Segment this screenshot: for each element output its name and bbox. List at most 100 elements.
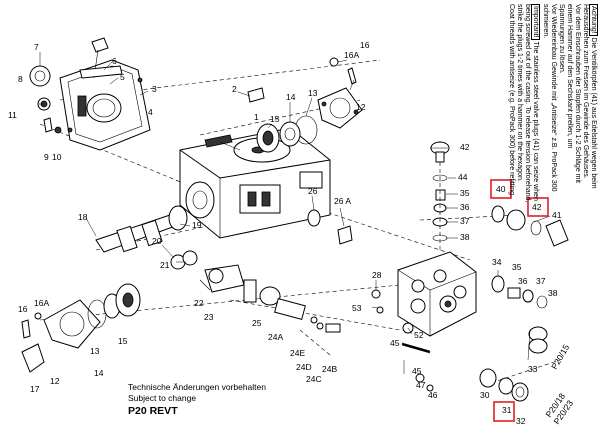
note-line-5: Spannungen zu lösen. [558,4,565,74]
callout-24a: 24A [268,332,283,342]
valve-36b [522,289,534,303]
crankcase-cover-assembly [29,37,151,151]
cover-rib [77,95,87,117]
manifold-housing [397,251,477,337]
callout-23: 23 [204,312,214,322]
washer-24d [316,322,324,330]
note-line-3: Vor dem Einschrauben der Stopfen durch 1… [574,4,581,183]
bolts [371,289,434,392]
callout-35b: 35 [512,262,522,272]
note-line-10: strike the plugs 1-2 times with a hammer… [516,4,523,182]
callout-16a: 16A [344,50,359,60]
callout-16a-bottom: 16A [34,298,49,308]
ring-32 [511,382,529,402]
callout-16-bottom: 16 [18,304,28,314]
shaft-seal-group [307,209,353,245]
callout-11: 11 [8,110,17,120]
callout-8: 8 [18,74,23,84]
bearing-cover-group-bottom [21,283,141,373]
callout-26: 26 [308,186,318,196]
o-ring-44 [432,174,448,182]
callout-22: 22 [194,298,204,308]
screw-bottom [21,319,31,339]
crank-end [168,205,188,231]
drain-plug-17 [21,343,45,373]
callout-7: 7 [34,42,39,52]
callout-53: 53 [352,303,362,313]
bearing-21b [182,250,198,266]
crankcase-body [179,127,331,239]
callout-45: 45 [390,338,400,348]
callout-44: 44 [458,172,468,182]
note-line-2: Herausdrehen zum Fressen im Gewinde des … [582,4,589,179]
label-p20-15: P20/15 [549,342,571,371]
side-boss [299,171,323,189]
oil-seal-14 [279,121,301,147]
callout-21: 21 [160,260,170,270]
bearing-seat [185,181,215,219]
o-ring-40 [491,205,505,223]
callout-20: 20 [152,236,162,246]
changes-note-de: Technische Änderungen vorbehalten [128,382,266,392]
callout-14: 14 [286,92,296,102]
bearing-cover-bottom [43,299,101,349]
spring-35b [507,287,521,299]
note-line-4: einem Hammer auf den Sechskant prellen, … [566,4,573,149]
side-labels: P20/15 P20/18 P20/23 [543,342,575,426]
valve-39 [506,209,526,231]
changes-note-en: Subject to change [128,393,197,403]
callout-labels: 1 2 3 4 5 6 7 8 9 10 11 12 13 14 15 16 1… [8,40,562,426]
callout-36: 36 [460,202,470,212]
washer-47 [415,373,425,383]
ring-31 [498,377,514,395]
callout-24c: 24C [306,374,322,384]
screw-16 [347,67,357,85]
note-line-11: Coat threads with antiseize (e.g. ProPac… [508,4,515,197]
callout-12: 12 [356,102,366,112]
note-line-7: schmieren. [542,4,549,39]
callout-40: 40 [496,184,506,194]
o-ring-38b [536,295,548,309]
o-ring-42 [530,220,542,236]
note-line-8: Important! The stainless steel valve plu… [531,4,540,201]
callout-2: 2 [232,84,237,94]
callout-25: 25 [252,318,262,328]
callout-26a: 26 A [334,196,351,206]
washer [54,126,62,134]
plunger-25 [259,286,281,306]
callout-46: 46 [428,390,438,400]
callout-19: 19 [192,220,202,230]
conrod-piston-group [170,250,341,333]
nut-24b [325,323,341,333]
bearing-cover-top [317,87,363,129]
oil-sight-glass [86,93,122,123]
washer-bottom [34,312,42,320]
seal-26a [337,225,353,245]
plug-2 [247,87,265,103]
callout-13: 13 [308,88,318,98]
right-valve-group [491,205,569,309]
callout-24b: 24B [322,364,337,374]
callout-15: 15 [270,114,280,124]
callout-28: 28 [372,270,382,280]
callout-36b: 36 [518,276,528,286]
callout-12-bottom: 12 [50,376,60,386]
ring-30 [479,368,497,388]
valve-plug-41 [545,219,569,247]
seat-34 [491,275,505,293]
bolt-28 [371,289,381,299]
piston-rod [243,279,257,303]
callout-37: 37 [460,216,470,226]
screw [43,117,53,133]
callout-52: 52 [414,330,424,340]
valve-stack [430,141,450,250]
callout-38b: 38 [548,288,558,298]
callout-38: 38 [460,232,470,242]
callout-35: 35 [460,188,470,198]
model-name: P20 REVT [128,405,178,417]
callout-4: 4 [148,107,153,117]
callout-6: 6 [112,56,117,66]
callout-3: 3 [152,84,157,94]
